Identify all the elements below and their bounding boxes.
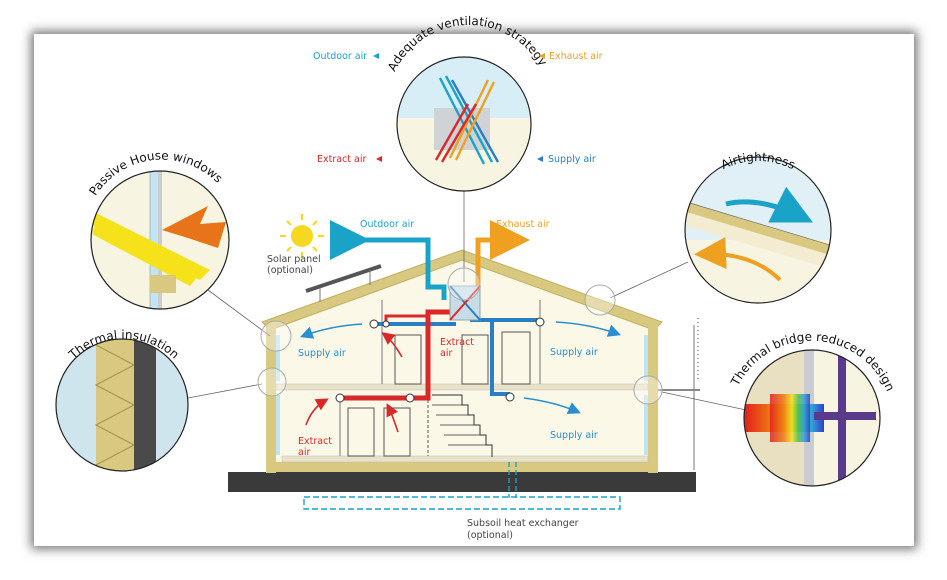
callout-airtightness: Airtightness (684, 150, 832, 304)
floor-insulation (266, 462, 658, 472)
right-wall (648, 325, 658, 473)
supply-air-left-upper-label: Supply air (298, 348, 346, 359)
callout-windows: Passive House windows (86, 148, 230, 310)
solar-panel-optional-label: (optional) (267, 265, 313, 276)
house (228, 220, 700, 510)
subsoil-heat-exchanger (303, 496, 621, 510)
sun-icon (280, 214, 324, 258)
detail-markers (257, 267, 663, 405)
extract-air-center-label-2: air (440, 348, 452, 359)
outdoor-air-roof-label: Outdoor air (360, 219, 414, 230)
ground-slab (228, 472, 696, 492)
callout-thermal-insulation: Thermal insulation (55, 328, 189, 472)
exhaust-air-roof-label: Exhaust air (496, 219, 550, 230)
left-wall (266, 325, 276, 473)
callout-ventilation: Adequate ventilation strategy (385, 14, 550, 192)
extract-air-left-lower-label-1: Extract (298, 436, 332, 447)
subsoil-label-1: Subsoil heat exchanger (467, 518, 579, 529)
supply-air-right-upper-label: Supply air (550, 347, 598, 358)
solar-panel-label: Solar panel (267, 254, 321, 265)
duct-system (330, 220, 545, 403)
outdoor-arrow-icon (373, 53, 379, 59)
airtightness-title: Airtightness (719, 150, 798, 172)
supply-air-top-label: Supply air (548, 154, 596, 165)
extract-air-center-label-1: Extract (440, 337, 474, 348)
extract-air-top-label: Extract air (317, 154, 367, 165)
extract-air-left-lower-label-2: air (298, 447, 310, 458)
supply-arrow-icon (537, 156, 543, 162)
solar-panel (305, 264, 382, 293)
subsoil-label-2: (optional) (467, 530, 513, 541)
exhaust-air-top-label: Exhaust air (549, 51, 603, 62)
outdoor-air-top-label: Outdoor air (313, 51, 367, 62)
supply-air-right-lower-label: Supply air (550, 430, 598, 441)
extract-arrow-icon (376, 156, 382, 162)
exhaust-arrow-icon (539, 53, 545, 59)
callout-thermal-bridge: Thermal bridge reduced design (728, 330, 897, 487)
leader-lines (187, 190, 747, 411)
